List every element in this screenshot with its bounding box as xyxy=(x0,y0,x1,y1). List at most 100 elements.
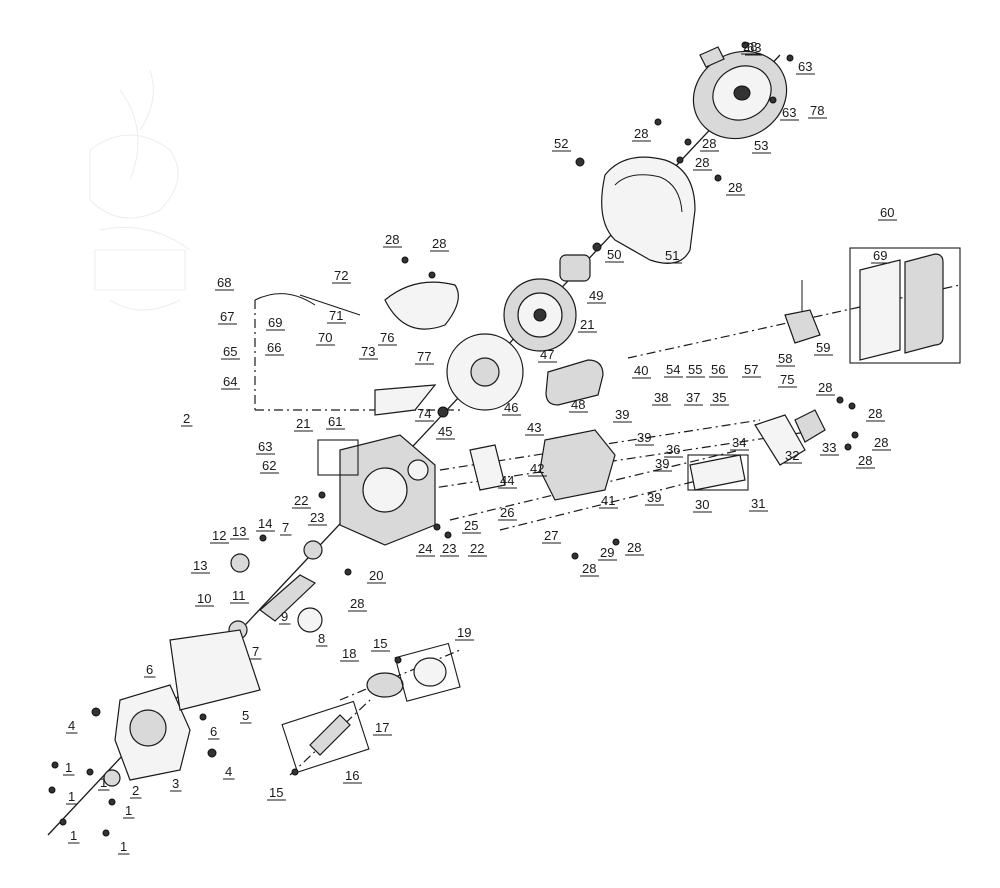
part-label-28: 28 xyxy=(582,561,596,576)
part-label-70: 70 xyxy=(318,330,332,345)
part-label-23: 23 xyxy=(310,510,324,525)
part-label-68: 68 xyxy=(217,275,231,290)
part-label-53: 53 xyxy=(754,138,768,153)
part-label-35: 35 xyxy=(712,390,726,405)
part-label-65: 65 xyxy=(223,344,237,359)
part-label-28: 28 xyxy=(728,180,742,195)
part-label-1: 1 xyxy=(120,839,127,854)
part-label-38: 38 xyxy=(654,390,668,405)
part-label-28: 28 xyxy=(350,596,364,611)
crankcase xyxy=(339,434,436,546)
part-label-29: 29 xyxy=(600,545,614,560)
part-label-1: 1 xyxy=(100,775,107,790)
part-label-37: 37 xyxy=(686,390,700,405)
part-label-31: 31 xyxy=(751,496,765,511)
part-label-59: 59 xyxy=(816,340,830,355)
cylinder-head xyxy=(469,429,616,501)
part-label-28: 28 xyxy=(702,136,716,151)
part-label-5: 5 xyxy=(242,708,249,723)
part-label-15: 15 xyxy=(373,636,387,651)
part-label-23: 23 xyxy=(442,541,456,556)
part-label-28: 28 xyxy=(818,380,832,395)
part-label-56: 56 xyxy=(711,362,725,377)
part-label-26: 26 xyxy=(500,505,514,520)
part-label-3: 3 xyxy=(172,776,179,791)
part-label-45: 45 xyxy=(438,424,452,439)
part-label-63: 63 xyxy=(798,59,812,74)
part-label-6: 6 xyxy=(146,662,153,677)
part-label-46: 46 xyxy=(504,400,518,415)
part-label-57: 57 xyxy=(744,362,758,377)
part-label-30: 30 xyxy=(695,497,709,512)
part-label-55: 55 xyxy=(688,362,702,377)
part-label-71: 71 xyxy=(329,308,343,323)
part-label-33: 33 xyxy=(822,440,836,455)
part-label-28: 28 xyxy=(874,435,888,450)
part-label-4: 4 xyxy=(68,718,75,733)
part-label-15: 15 xyxy=(269,785,283,800)
part-label-7: 7 xyxy=(282,520,289,535)
part-label-12: 12 xyxy=(212,528,226,543)
part-label-61: 61 xyxy=(328,414,342,429)
part-label-36: 36 xyxy=(666,442,680,457)
part-label-78: 78 xyxy=(810,103,824,118)
part-label-21: 21 xyxy=(580,317,594,332)
crankcase-cover xyxy=(103,629,261,787)
part-label-21: 21 xyxy=(296,416,310,431)
faint-background-sketch xyxy=(89,69,191,311)
muffler xyxy=(689,409,826,491)
carburetor-assembly xyxy=(784,253,944,361)
part-label-2: 2 xyxy=(132,783,139,798)
part-label-39: 39 xyxy=(615,407,629,422)
flywheel xyxy=(503,278,577,352)
fan-shroud xyxy=(601,156,696,264)
part-label-77: 77 xyxy=(417,349,431,364)
part-label-6: 6 xyxy=(210,724,217,739)
part-label-58: 58 xyxy=(778,351,792,366)
part-label-44: 44 xyxy=(500,473,514,488)
part-label-8: 8 xyxy=(318,631,325,646)
part-label-14: 14 xyxy=(258,516,272,531)
part-label-60: 60 xyxy=(880,205,894,220)
part-label-28: 28 xyxy=(868,406,882,421)
part-label-63: 63 xyxy=(258,439,272,454)
part-label-34: 34 xyxy=(732,435,746,450)
part-label-73: 73 xyxy=(361,344,375,359)
part-label-42: 42 xyxy=(530,461,544,476)
part-label-28: 28 xyxy=(858,453,872,468)
flywheel-plate xyxy=(437,333,524,418)
part-label-47: 47 xyxy=(540,347,554,362)
part-label-76: 76 xyxy=(380,330,394,345)
ignition-coil xyxy=(545,359,604,406)
part-label-48: 48 xyxy=(571,397,585,412)
part-label-32: 32 xyxy=(785,448,799,463)
part-label-28: 28 xyxy=(385,232,399,247)
part-label-69: 69 xyxy=(873,248,887,263)
part-label-17: 17 xyxy=(375,720,389,735)
part-label-19: 19 xyxy=(457,625,471,640)
part-label-7: 7 xyxy=(252,644,259,659)
part-label-11: 11 xyxy=(232,588,246,603)
part-label-74: 74 xyxy=(417,406,431,421)
part-label-43: 43 xyxy=(527,420,541,435)
part-label-27: 27 xyxy=(544,528,558,543)
part-label-41: 41 xyxy=(601,493,615,508)
part-label-13: 13 xyxy=(232,524,246,539)
part-label-10: 10 xyxy=(197,591,211,606)
part-label-40: 40 xyxy=(634,363,648,378)
part-label-72: 72 xyxy=(334,268,348,283)
hardware-bolts xyxy=(48,41,859,837)
part-label-4: 4 xyxy=(225,764,232,779)
part-label-22: 22 xyxy=(470,541,484,556)
part-label-51: 51 xyxy=(665,248,679,263)
part-label-16: 16 xyxy=(345,768,359,783)
fan-hub xyxy=(559,242,602,282)
part-label-39: 39 xyxy=(655,456,669,471)
part-label-63: 63 xyxy=(747,40,761,55)
part-label-28: 28 xyxy=(627,540,641,555)
part-label-1: 1 xyxy=(65,760,72,775)
outline-boxes xyxy=(317,247,961,491)
part-label-1: 1 xyxy=(68,789,75,804)
part-label-75: 75 xyxy=(780,372,794,387)
part-label-54: 54 xyxy=(666,362,680,377)
